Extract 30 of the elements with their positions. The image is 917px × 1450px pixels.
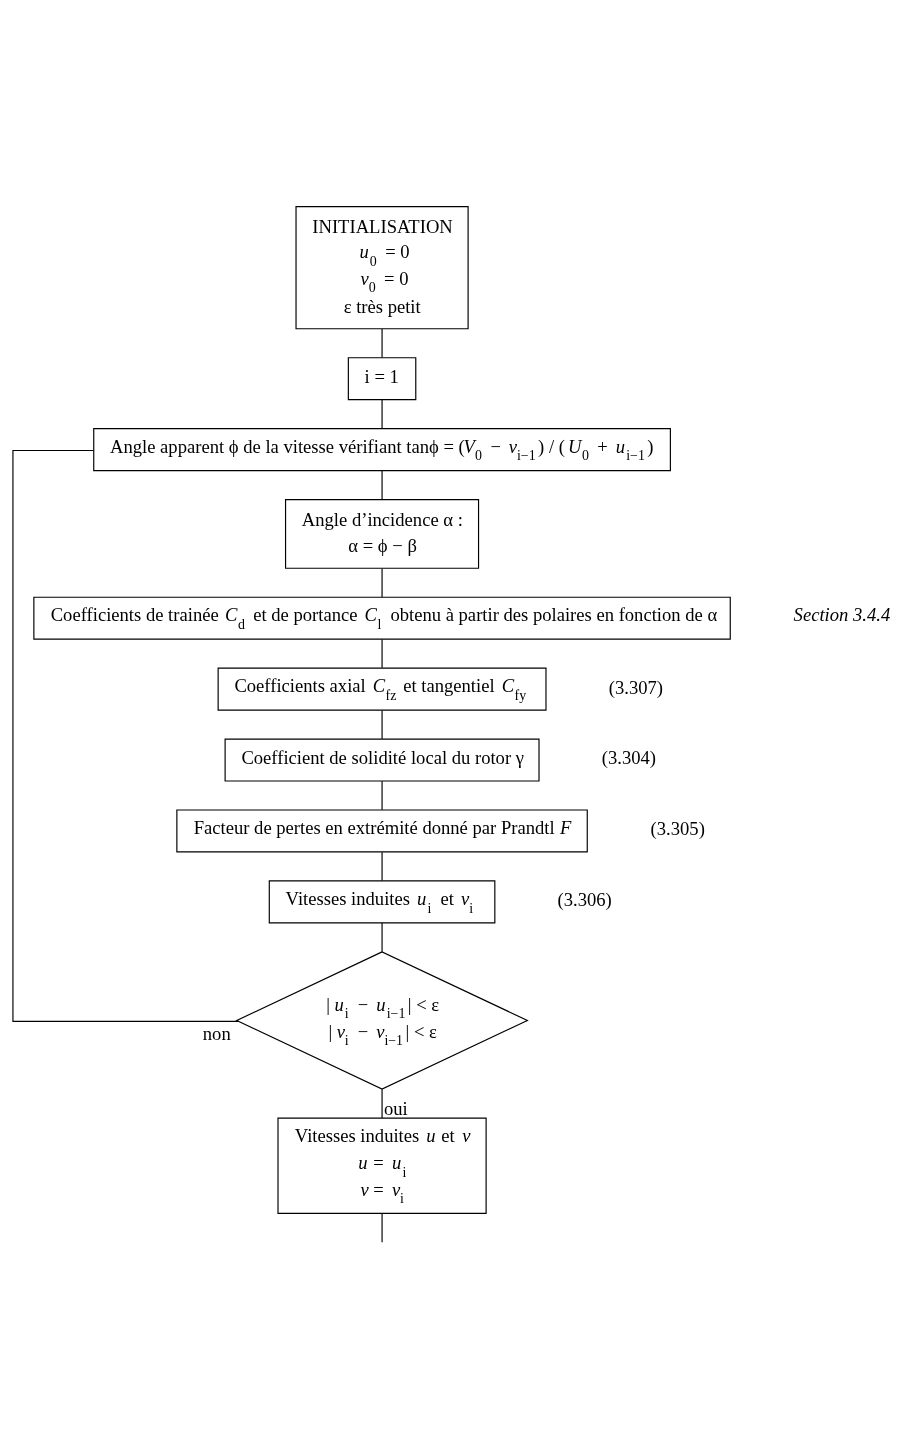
node-label: (3.304) [601,747,657,769]
connector [381,399,383,429]
connector [381,328,383,359]
connector [381,780,383,811]
node-label: (3.307) [608,676,663,698]
connector [381,851,383,882]
node-box: Coefficients de trainée C$_{d}$ et de portance C$_{l}$ obtenu à partir des polaires en fonction de α [33,596,731,640]
node-label: (3.305) [650,818,705,840]
connector [381,638,383,669]
node-box: Coefficient de solidité local du rotor γ [224,738,540,782]
node-box: i = 1 [347,357,417,401]
node-diamond: |u$_{i}$ − u$_{i−1}$| < ε |v$_{i}$ − v$_{i−1}$| < ε [235,951,529,1090]
node-box: Facteur de pertes en extrémité donné par Prandtl F [176,809,588,853]
connector [381,470,383,501]
edge-label: oui [383,1097,408,1119]
node-label: Section 3.4.4 [793,604,891,626]
connector [381,709,383,740]
node-box: Angle apparent ϕ de la vitesse vérifiant tanϕ = (V$_{0}$ − v$_{i−1}$) / (U$_{0}$ + u$_{i−1}$) [93,428,671,472]
node-box: INITIALISATION u$_{0}$ = 0 v$_{0}$ = 0 ε très petit [295,206,469,330]
node-box: Angle d’incidence α : α = ϕ − β [285,499,480,569]
node-box: Vitesses induites u et v u = u$_{i}$ v = v$_{i}$ [277,1117,487,1215]
connector [381,1213,383,1243]
connector [381,568,383,598]
connector [381,922,383,953]
edge-label: non [202,1023,231,1045]
node-box: Vitesses induites u$_{i}$ et v$_{i}$ [268,880,496,924]
connector [381,1088,383,1119]
node-label: (3.306) [557,889,612,911]
connector [12,449,239,1022]
node-box: Coefficients axial C$_{fz}$ et tangentiel C$_{fy}$ [217,667,547,711]
